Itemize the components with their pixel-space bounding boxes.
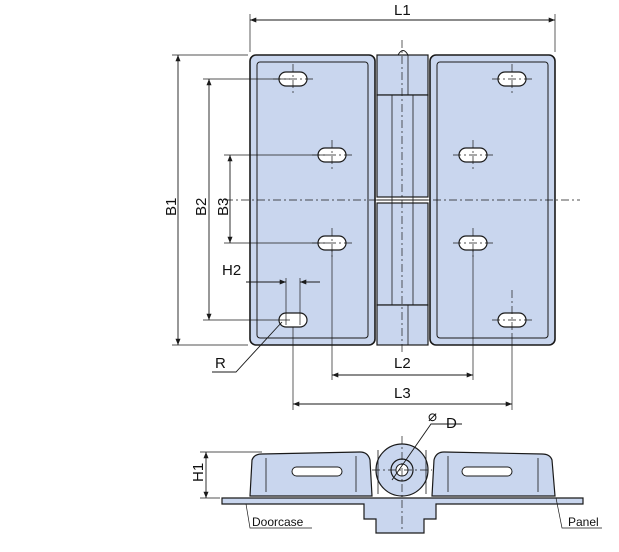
label-D: D <box>446 415 457 432</box>
label-L2: L2 <box>394 355 411 372</box>
label-B2: B2 <box>193 198 210 216</box>
dimension-lines <box>175 17 555 407</box>
label-H2: H2 <box>222 262 241 279</box>
mounting-base <box>221 497 584 534</box>
front-view: L1 B1 B2 B3 H2 R L2 L3 <box>163 2 580 410</box>
hinge-knuckle <box>376 50 429 346</box>
side-view: H1 ⌀ D Doorcase Panel <box>190 408 602 534</box>
label-panel: Panel <box>568 515 599 529</box>
side-left-slot <box>291 466 343 477</box>
label-L3: L3 <box>394 385 411 402</box>
label-R: R <box>215 355 226 372</box>
label-doorcase: Doorcase <box>252 515 304 529</box>
extension-lines <box>172 14 556 410</box>
label-B3: B3 <box>215 198 232 216</box>
label-H1: H1 <box>190 463 207 482</box>
label-diameter-symbol: ⌀ <box>428 408 437 425</box>
label-B1: B1 <box>163 198 180 216</box>
side-right-slot <box>461 466 513 477</box>
label-L1: L1 <box>394 2 411 19</box>
